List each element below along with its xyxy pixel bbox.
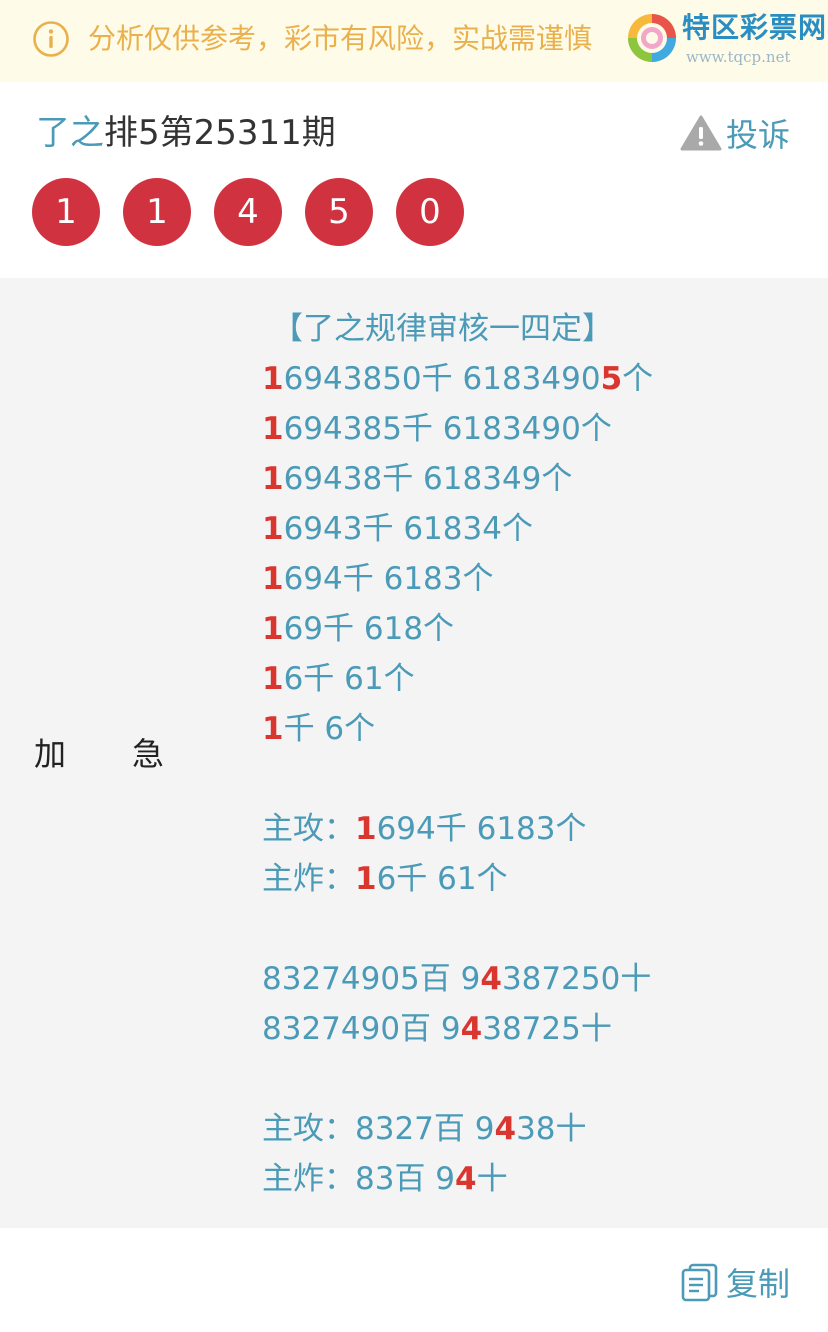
highlight-digit: 1 bbox=[262, 611, 284, 647]
line-text: 83274905百 9 bbox=[262, 961, 481, 997]
prediction-line: 83274905百 94387250十 bbox=[262, 954, 653, 1004]
draw-result-balls: 1 1 4 5 0 bbox=[32, 178, 487, 246]
highlight-digit: 4 bbox=[494, 1111, 517, 1147]
draw-ball: 4 bbox=[214, 178, 282, 246]
copy-label: 复制 bbox=[726, 1265, 791, 1303]
risk-notice-bar: 分析仅供参考，彩市有风险，实战需谨慎 特区彩票网 www.tqcp.net bbox=[0, 0, 828, 82]
risk-notice-text: 分析仅供参考，彩市有风险，实战需谨慎 bbox=[88, 22, 593, 55]
line-text: 694千 6183个 bbox=[283, 561, 494, 597]
highlight-digit: 1 bbox=[355, 811, 377, 847]
info-icon bbox=[33, 21, 69, 57]
line-text: 6943850千 6183490 bbox=[283, 361, 601, 397]
highlight-digit: 4 bbox=[480, 961, 502, 997]
line-text: 38十 bbox=[516, 1111, 587, 1147]
highlight-digit: 1 bbox=[355, 861, 377, 897]
highlight-digit: 4 bbox=[455, 1161, 477, 1197]
line-text: 694千 6183个 bbox=[376, 811, 587, 847]
complain-label: 投诉 bbox=[726, 116, 791, 154]
highlight-digit: 1 bbox=[262, 561, 284, 597]
highlight-digit: 1 bbox=[262, 511, 284, 547]
line-text: 6千 61个 bbox=[376, 861, 508, 897]
draw-ball: 0 bbox=[396, 178, 464, 246]
highlight-digit: 1 bbox=[262, 461, 284, 497]
prediction-line: 16943千 61834个 bbox=[262, 504, 653, 554]
line-text: 主攻： bbox=[262, 811, 355, 847]
line-text: 主炸： bbox=[262, 861, 355, 897]
line-text: 38725十 bbox=[482, 1011, 612, 1047]
section-title: 【了之规律审核一四定】 bbox=[272, 311, 613, 347]
prediction-line: 169千 618个 bbox=[262, 604, 653, 654]
line-text: 主炸：83百 9 bbox=[262, 1161, 456, 1197]
copy-button[interactable]: 复制 bbox=[680, 1260, 790, 1304]
highlight-digit: 1 bbox=[262, 361, 284, 397]
prediction-line: 16943850千 61834905个 bbox=[262, 354, 653, 404]
warning-icon bbox=[680, 115, 722, 151]
issue-label: 排5第25311期 bbox=[104, 113, 336, 153]
line-text: 6943千 61834个 bbox=[283, 511, 533, 547]
line-text: 十 bbox=[476, 1161, 508, 1197]
site-logo: 特区彩票网 www.tqcp.net bbox=[626, 6, 826, 76]
prediction-line: 8327490百 9438725十 bbox=[262, 1004, 653, 1054]
line-text: 8327490百 9 bbox=[262, 1011, 461, 1047]
post-footer: 复制 bbox=[0, 1228, 828, 1332]
urgent-char: 加 bbox=[34, 735, 67, 773]
urgent-label: 加急 bbox=[34, 734, 164, 774]
prediction-line: 主炸：16千 61个 bbox=[262, 854, 653, 904]
blank-line bbox=[262, 1054, 653, 1104]
line-text: 69438千 618349个 bbox=[283, 461, 573, 497]
prediction-line: 1694385千 6183490个 bbox=[262, 404, 653, 454]
draw-ball: 1 bbox=[123, 178, 191, 246]
copy-icon bbox=[681, 1263, 718, 1302]
complain-button[interactable]: 投诉 bbox=[680, 110, 790, 156]
prediction-line: 169438千 618349个 bbox=[262, 454, 653, 504]
blank-line bbox=[262, 754, 653, 804]
logo-swirl-icon bbox=[628, 14, 676, 62]
blank-line bbox=[262, 904, 653, 954]
prediction-line: 1694千 6183个 bbox=[262, 554, 653, 604]
prediction-line: 16千 61个 bbox=[262, 654, 653, 704]
line-text: 千 6个 bbox=[283, 711, 376, 747]
prediction-line: 1千 6个 bbox=[262, 704, 653, 754]
logo-url: www.tqcp.net bbox=[686, 48, 791, 66]
issue-title: 了之排5第25311期 bbox=[36, 110, 336, 156]
prediction-line: 主攻：8327百 9438十 bbox=[262, 1104, 653, 1154]
draw-ball: 1 bbox=[32, 178, 100, 246]
urgent-char: 急 bbox=[132, 735, 165, 773]
prediction-line: 主攻：1694千 6183个 bbox=[262, 804, 653, 854]
line-text: 69千 618个 bbox=[283, 611, 455, 647]
line-text: 694385千 6183490个 bbox=[283, 411, 612, 447]
highlight-digit: 1 bbox=[262, 411, 284, 447]
post-header: 了之排5第25311期 投诉 1 1 4 5 0 bbox=[0, 82, 828, 278]
highlight-digit: 5 bbox=[600, 361, 623, 397]
highlight-digit: 4 bbox=[460, 1011, 483, 1047]
prediction-line: 主炸：83百 94十 bbox=[262, 1154, 653, 1204]
line-text: 387250十 bbox=[501, 961, 652, 997]
highlight-digit: 1 bbox=[262, 711, 284, 747]
draw-ball: 5 bbox=[305, 178, 373, 246]
line-text: 6千 61个 bbox=[283, 661, 415, 697]
logo-name: 特区彩票网 bbox=[682, 11, 828, 44]
line-text: 个 bbox=[622, 361, 654, 397]
author-link[interactable]: 了之 bbox=[36, 113, 104, 153]
highlight-digit: 1 bbox=[262, 661, 284, 697]
line-text: 主攻：8327百 9 bbox=[262, 1111, 495, 1147]
